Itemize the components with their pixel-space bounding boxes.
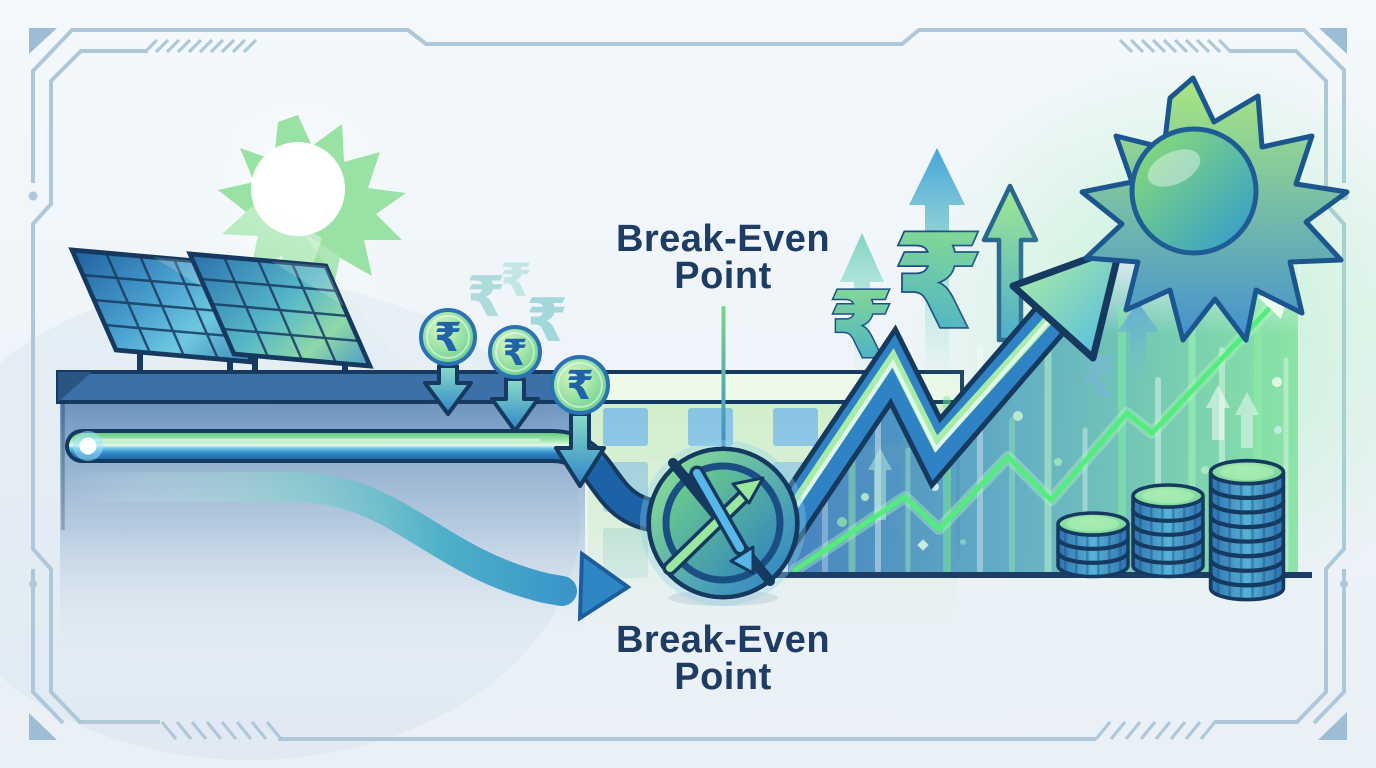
faint-up-arrow	[1117, 302, 1159, 378]
coin-drop-arrow	[554, 412, 606, 488]
svg-text:₹: ₹	[502, 333, 527, 374]
frame-right-elbow	[1312, 569, 1346, 725]
break-even-label-top: Break-Even Point	[563, 218, 883, 297]
sparkle	[917, 539, 929, 551]
frame-top-line	[31, 28, 1346, 183]
profit-arrowhead	[1009, 243, 1124, 362]
coin-drop-arrow	[490, 377, 540, 433]
svg-text:₹: ₹	[566, 363, 594, 409]
rising-arrow-faded	[840, 233, 884, 372]
mountain-accents: ₹	[837, 302, 1282, 551]
break-even-badge-icon	[640, 440, 806, 606]
frame-left-line	[31, 49, 160, 724]
coin-stack-small	[1056, 511, 1130, 579]
rupee-coin-icon: ₹	[419, 308, 477, 366]
cost-flow-arrow	[73, 472, 632, 622]
frame-corner-triangles	[29, 28, 1347, 740]
frame-left-elbow	[31, 569, 65, 725]
decorative-frame	[28, 28, 1349, 741]
profit-arrow	[752, 243, 1124, 561]
rupee-coin-icon: ₹	[488, 325, 542, 379]
floating-rupee-symbol: ₹	[500, 253, 532, 307]
pipe-start-dot	[79, 437, 97, 455]
sun-icon-right	[1079, 75, 1350, 343]
svg-text:₹: ₹	[434, 315, 462, 361]
rupee-faint-symbol: ₹	[1079, 346, 1117, 410]
coin-stack-medium	[1131, 483, 1205, 579]
floating-rupee-symbol: ₹	[467, 265, 506, 330]
break-even-label-top-line1: Break-Even	[615, 218, 831, 260]
break-even-label-bottom-line1: Break-Even	[615, 619, 831, 661]
faint-up-arrow	[1206, 385, 1230, 440]
break-even-label-bottom: Break-Even Point	[563, 619, 883, 698]
cost-arrowhead	[577, 550, 632, 622]
badge-cross-arrows	[662, 458, 775, 586]
faint-up-arrow	[1235, 392, 1259, 448]
solar-panel-right-icon	[186, 251, 374, 374]
frame-hatches	[143, 38, 1233, 741]
coin-drop-arrow	[423, 364, 473, 416]
coin-stack-large	[1208, 458, 1286, 602]
break-even-label-bottom-line2: Point	[674, 656, 772, 698]
faint-up-arrow	[868, 448, 892, 520]
break-even-label-top-line2: Point	[674, 255, 772, 297]
rupee-coin-icon: ₹	[550, 355, 610, 415]
falling-cost-coins: ₹ ₹ ₹ ₹ ₹ ₹	[419, 253, 610, 488]
